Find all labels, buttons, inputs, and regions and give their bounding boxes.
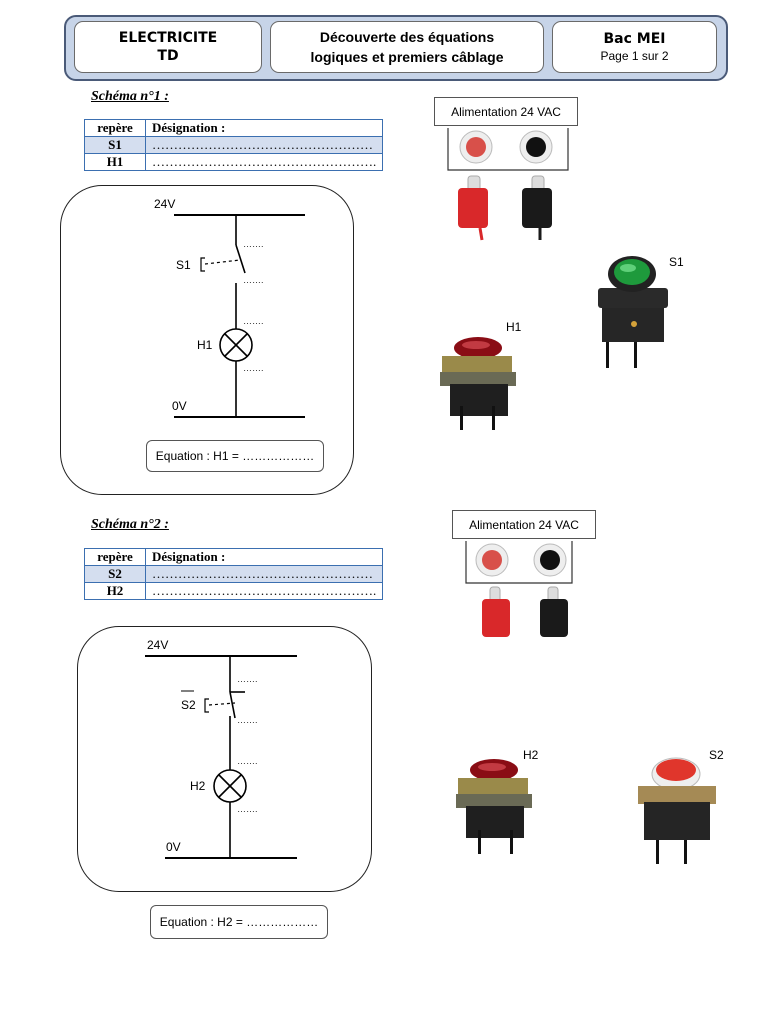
schema1-power-supply-terminals bbox=[447, 128, 569, 241]
table-row: S2 …………………………………………… bbox=[84, 565, 384, 583]
schema2-equation-box[interactable]: Equation : H2 = ……………… bbox=[150, 905, 328, 939]
black-socket-icon bbox=[540, 550, 560, 570]
schema1-table: repère Désignation : S1 …………………………………………… bbox=[84, 119, 384, 171]
black-socket-icon bbox=[526, 137, 546, 157]
wire-number-dots[interactable]: ……. bbox=[243, 316, 264, 326]
repere-cell: S1 bbox=[84, 136, 146, 154]
schema1-bottom-voltage: 0V bbox=[172, 399, 187, 413]
subject-line2: TD bbox=[157, 48, 179, 64]
schema1-pushbutton-photo-label: S1 bbox=[669, 255, 684, 269]
schema2-supply-label: Alimentation 24 VAC bbox=[452, 510, 596, 539]
green-pushbutton-icon bbox=[598, 256, 668, 368]
repere-cell: S2 bbox=[84, 565, 146, 583]
schema2-switch-label: S2 bbox=[181, 698, 196, 712]
wire-number-dots[interactable]: ……. bbox=[243, 275, 264, 285]
wire-number-dots[interactable]: ……. bbox=[237, 804, 258, 814]
schema1-lamp-label: H1 bbox=[197, 338, 213, 352]
red-indicator-lamp-icon bbox=[440, 337, 516, 430]
schema2-pushbutton-photo-label: S2 bbox=[709, 748, 724, 762]
wire-number-dots[interactable]: ……. bbox=[237, 674, 258, 684]
red-socket-icon bbox=[482, 550, 502, 570]
header-subject-box: ELECTRICITE TD bbox=[74, 21, 262, 73]
schema1-switch-label: S1 bbox=[176, 258, 191, 272]
wire-number-dots[interactable]: ……. bbox=[237, 756, 258, 766]
schema2-lamp-photo-label: H2 bbox=[523, 748, 539, 762]
schema2-bottom-voltage: 0V bbox=[166, 840, 181, 854]
designation-cell[interactable]: ……………………………………………. bbox=[144, 582, 384, 600]
red-plug-icon bbox=[458, 188, 488, 228]
schema1-supply-label: Alimentation 24 VAC bbox=[434, 97, 578, 126]
schema2-power-supply-terminals bbox=[465, 541, 573, 637]
header-title-box: Découverte des équations logiques et pre… bbox=[270, 21, 544, 73]
schema2-table: repère Désignation : S2 …………………………………………… bbox=[84, 548, 384, 600]
wire-number-dots[interactable]: ……. bbox=[243, 363, 264, 373]
black-plug-icon bbox=[540, 599, 568, 637]
schema2-lamp-label: H2 bbox=[190, 779, 206, 793]
table-header-row: repère Désignation : bbox=[84, 119, 384, 137]
title-line2: logiques et premiers câblage bbox=[310, 49, 504, 65]
col-designation-header: Désignation : bbox=[144, 119, 384, 137]
col-repere-header: repère bbox=[84, 548, 146, 566]
red-plug-icon bbox=[482, 599, 510, 637]
repere-cell: H1 bbox=[84, 153, 146, 171]
designation-cell[interactable]: …………………………………………… bbox=[144, 565, 384, 583]
schema1-top-voltage: 24V bbox=[154, 197, 176, 211]
table-row: H2 ……………………………………………. bbox=[84, 582, 384, 600]
schema1-title: Schéma n°1 : bbox=[91, 89, 169, 104]
schema2-circuit-diagram bbox=[145, 655, 297, 859]
schema2-circuit-frame bbox=[77, 626, 372, 892]
level-label: Bac MEI bbox=[603, 31, 666, 47]
red-pushbutton-icon bbox=[638, 757, 716, 864]
header-level-box: Bac MEI Page 1 sur 2 bbox=[552, 21, 717, 73]
repere-cell: H2 bbox=[84, 582, 146, 600]
table-header-row: repère Désignation : bbox=[84, 548, 384, 566]
red-socket-icon bbox=[466, 137, 486, 157]
wire-number-dots[interactable]: ……. bbox=[243, 239, 264, 249]
schema1-lamp-photo-label: H1 bbox=[506, 320, 522, 334]
schema2-top-voltage: 24V bbox=[147, 638, 169, 652]
schema1-equation-box[interactable]: Equation : H1 = ……………… bbox=[146, 440, 324, 472]
table-row: S1 …………………………………………… bbox=[84, 136, 384, 154]
designation-cell[interactable]: …………………………………………… bbox=[144, 136, 384, 154]
black-plug-icon bbox=[522, 188, 552, 228]
wire-number-dots[interactable]: ……. bbox=[237, 715, 258, 725]
table-row: H1 ……………………………………………. bbox=[84, 153, 384, 171]
col-designation-header: Désignation : bbox=[144, 548, 384, 566]
red-indicator-lamp-icon bbox=[456, 759, 532, 854]
subject-line1: ELECTRICITE bbox=[118, 30, 218, 46]
page-number: Page 1 sur 2 bbox=[600, 49, 669, 63]
designation-cell[interactable]: ……………………………………………. bbox=[144, 153, 384, 171]
schema2-title: Schéma n°2 : bbox=[91, 517, 169, 532]
schema1-circuit-diagram bbox=[174, 214, 305, 418]
col-repere-header: repère bbox=[84, 119, 146, 137]
title-line1: Découverte des équations bbox=[319, 29, 495, 45]
